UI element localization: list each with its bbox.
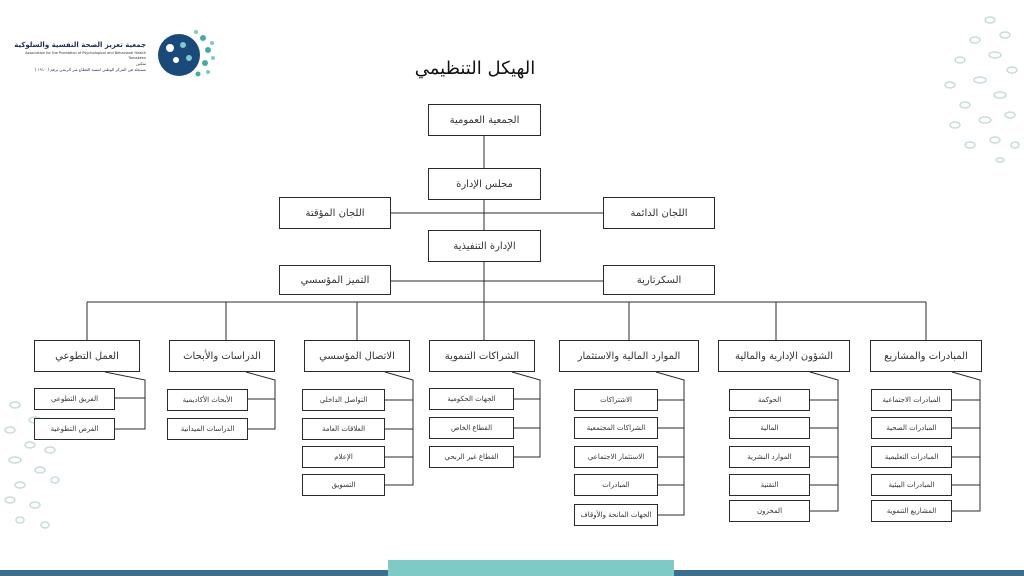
department-financial-resources: الموارد المالية والاستثمار — [559, 340, 699, 372]
subunit-volunteer-team: الفريق التطوعي — [34, 388, 115, 410]
node-permanent-committees: اللجان الدائمة — [603, 197, 715, 229]
subunit-volunteer-opportunities: الفرص التطوعية — [34, 418, 115, 440]
department-volunteering: العمل التطوعي — [34, 340, 140, 372]
subunit-field-studies: الدراسات الميدانية — [167, 418, 248, 440]
subunit-nonprofit-sector: القطاع غير الربحي — [429, 446, 514, 468]
node-temporary-committees: اللجان المؤقتة — [279, 197, 391, 229]
subunit-private-sector: القطاع الخاص — [429, 417, 514, 439]
subunit-human-resources: الموارد البشرية — [729, 446, 810, 468]
logo-name-english-2: Tamakeen — [128, 56, 146, 60]
department-admin-finance: الشؤون الإدارية والمالية — [718, 340, 850, 372]
subunit-donors-endowments: الجهات المانحة والأوقاف — [574, 504, 658, 526]
footer-accent — [388, 560, 674, 576]
subunit-subscriptions: الاشتراكات — [574, 389, 658, 411]
subunit-development-projects: المشاريع التنموية — [871, 500, 952, 522]
dots-top-right — [944, 16, 1020, 163]
department-development-partnerships: الشراكات التنموية — [429, 340, 535, 372]
node-general-assembly: الجمعية العمومية — [428, 104, 541, 136]
subunit-internal-communication: التواصل الداخلي — [302, 389, 385, 411]
subunit-social-initiatives: المبادرات الاجتماعية — [871, 389, 952, 411]
node-institutional-excellence: التميز المؤسسي — [279, 265, 391, 295]
node-secretariat: السكرتارية — [603, 265, 715, 295]
logo-name-english: Association for the Promotion of Psychol… — [25, 51, 146, 55]
subunit-inventory: المخزون — [729, 500, 810, 522]
subunit-media: الإعلام — [302, 446, 385, 468]
logo-name-arabic: جمعية تعزيز الصحة النفسية والسلوكية — [14, 41, 146, 49]
logo-mark — [158, 30, 215, 77]
subunit-public-relations: العلاقات العامة — [302, 418, 385, 440]
subunit-governance: الحوكمة — [729, 389, 810, 411]
subunit-initiatives: المبادرات — [574, 474, 658, 496]
subunit-community-partnerships: الشراكات المجتمعية — [574, 417, 658, 439]
node-board: مجلس الإدارة — [428, 168, 541, 200]
subunit-social-investment: الاستثمار الاجتماعي — [574, 446, 658, 468]
logo-registration: مسجلة في المركز الوطني لتنمية القطاع غير… — [34, 67, 146, 72]
subunit-finance: المالية — [729, 417, 810, 439]
subunit-environmental-initiatives: المبادرات البيئية — [871, 474, 952, 496]
node-executive-management: الإدارة التنفيذية — [428, 230, 541, 262]
department-studies-research: الدراسات والأبحاث — [169, 340, 275, 372]
logo-location: تمكين — [136, 61, 146, 66]
department-initiatives-projects: المبادرات والمشاريع — [870, 340, 982, 372]
subunit-academic-research: الأبحاث الأكاديمية — [167, 389, 248, 411]
department-corporate-communication: الاتصال المؤسسي — [304, 340, 410, 372]
page-title: الهيكل التنظيمي — [414, 58, 536, 79]
subunit-marketing: التسويق — [302, 474, 385, 496]
subunit-health-initiatives: المبادرات الصحية — [871, 417, 952, 439]
subunit-government-entities: الجهات الحكومية — [429, 388, 514, 410]
subunit-educational-initiatives: المبادرات التعليمية — [871, 446, 952, 468]
subunit-technology: التقنية — [729, 474, 810, 496]
